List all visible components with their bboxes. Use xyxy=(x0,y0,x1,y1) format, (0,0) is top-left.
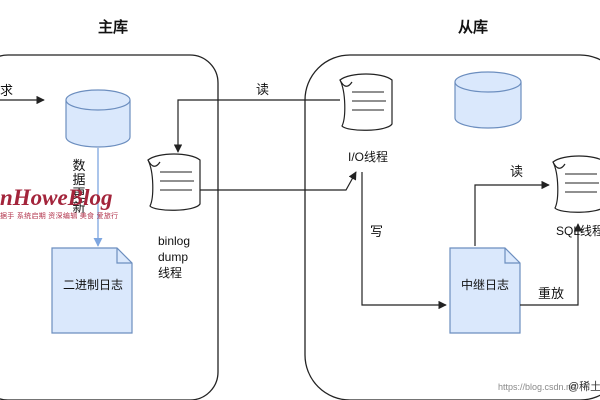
io-thread-scroll-icon xyxy=(339,73,393,131)
sql-thread-scroll-icon xyxy=(552,155,600,213)
binlog-dump-line-1: binlog xyxy=(158,234,191,248)
watermark-credit: https://blog.csdn.ne xyxy=(498,382,577,392)
master-database-icon xyxy=(65,89,131,148)
binlog-dump-line-2: dump xyxy=(158,250,189,264)
slave-container xyxy=(304,54,600,400)
binlog-dump-label: binlog dump 线程 xyxy=(158,233,190,281)
request-label: 求 xyxy=(0,83,14,98)
watermark-credit-2: @稀土 xyxy=(568,381,600,393)
binlog-dump-scroll-icon xyxy=(147,153,201,211)
data-update-label: 数据更新 xyxy=(72,158,86,215)
io-read-arrow xyxy=(173,99,340,153)
binlog-dump-to-io-arrow xyxy=(200,171,357,191)
master-container xyxy=(0,54,219,400)
relay-log-document-icon xyxy=(449,247,521,334)
read-from-master-label: 读 xyxy=(256,82,270,97)
slave-title: 从库 xyxy=(458,19,489,36)
io-thread-label: I/O线程 xyxy=(348,150,389,164)
watermark-tagline: 据手 系统启期 资深编辑 美食 爱旅行 xyxy=(0,213,119,220)
binlog-document-icon xyxy=(51,247,133,334)
replay-arrow xyxy=(520,223,583,306)
watermark-brand: nHoweBlog xyxy=(0,185,113,210)
relay-log-label: 中继日志 xyxy=(460,278,509,292)
sql-thread-label: SQL线程 xyxy=(556,224,600,238)
slave-database-icon xyxy=(454,71,522,129)
binlog-dump-line-3: 线程 xyxy=(158,266,183,280)
io-write-relay-arrow xyxy=(361,172,447,310)
read-relay-label: 读 xyxy=(510,164,524,179)
replay-label: 重放 xyxy=(538,286,565,301)
write-relay-label: 写 xyxy=(370,224,384,239)
sql-read-relay-arrow xyxy=(474,180,550,246)
master-title: 主库 xyxy=(98,19,129,36)
binlog-document-label: 二进制日志 xyxy=(62,278,123,292)
